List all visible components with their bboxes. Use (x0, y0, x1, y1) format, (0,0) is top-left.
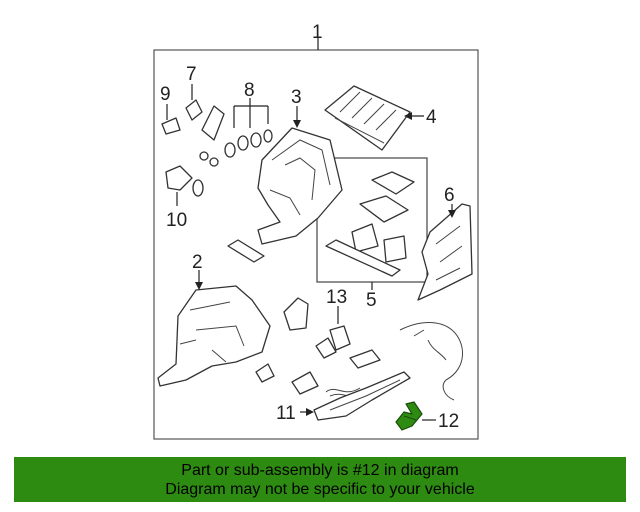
part-8 (224, 129, 273, 158)
filter-block (227, 239, 265, 263)
info-banner: Part or sub-assembly is #12 in diagram D… (14, 457, 626, 502)
callout-2: 2 (192, 252, 203, 273)
part-2-blower-housing (157, 285, 271, 387)
callout-12: 12 (438, 411, 459, 432)
misc-lower-parts (255, 322, 464, 401)
part-3-housing (257, 127, 343, 245)
part-12-highlighted[interactable] (395, 401, 423, 431)
callout-10: 10 (166, 210, 187, 231)
subassembly-5-parts (325, 171, 415, 277)
banner-line-2: Diagram may not be specific to your vehi… (165, 481, 475, 498)
part-10 (165, 151, 219, 197)
part-6-side-cover (417, 203, 473, 301)
parts-diagram: 1 5 4 3 6 7 (153, 22, 479, 440)
part-4-cover (324, 85, 411, 151)
callout-6: 6 (444, 185, 455, 206)
arrow-6 (448, 210, 456, 218)
callout-13: 13 (326, 287, 347, 308)
callout-11: 11 (276, 403, 296, 424)
callout-7: 7 (186, 64, 197, 85)
arrow-3 (293, 120, 301, 128)
motor-bracket (283, 297, 309, 331)
callout-9: 9 (160, 84, 171, 105)
callout-4: 4 (426, 107, 437, 128)
arrow-2 (195, 282, 203, 290)
arrow-4 (404, 112, 412, 120)
leader-8 (233, 98, 269, 128)
part-7 (185, 99, 225, 141)
callout-5: 5 (366, 290, 377, 311)
callout-8: 8 (244, 80, 255, 101)
arrow-11 (306, 408, 314, 416)
part-13 (315, 325, 351, 359)
callout-3: 3 (291, 87, 302, 108)
callout-1: 1 (312, 22, 323, 43)
part-11-duct (313, 371, 411, 421)
part-9 (161, 117, 181, 135)
diagram-frame (153, 49, 479, 440)
banner-line-1: Part or sub-assembly is #12 in diagram (181, 462, 459, 479)
